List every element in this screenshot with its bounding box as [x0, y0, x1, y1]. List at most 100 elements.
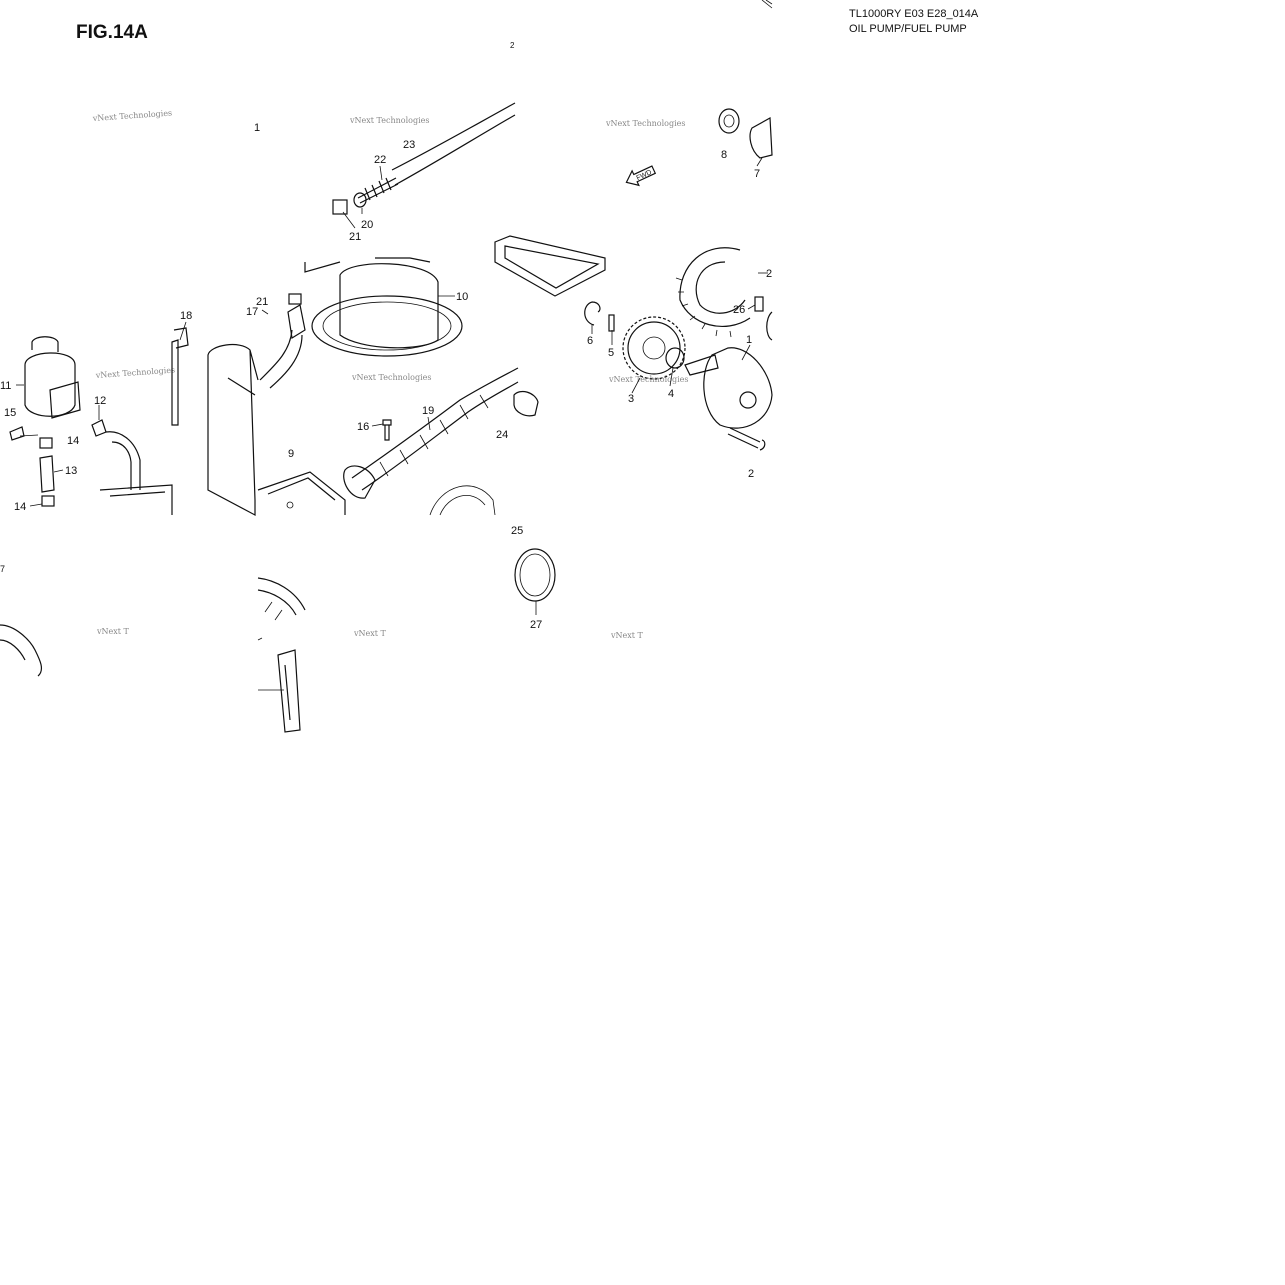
watermark: vNext T: [610, 631, 644, 640]
leader-lines: [16, 157, 768, 691]
hose-spring: [357, 177, 399, 204]
fuel-pump-case: [207, 343, 259, 516]
watermark: vNext Technologies: [95, 365, 176, 380]
part-label: 2: [510, 41, 515, 50]
watermark: vNext T: [96, 627, 130, 636]
hose-fitting: [332, 199, 348, 215]
part-label: 1: [746, 334, 752, 346]
filter-neck: [31, 336, 59, 352]
part-label: 4: [668, 388, 674, 400]
watermark: vNext Technologies: [608, 375, 688, 384]
pump-housing: [339, 263, 439, 349]
watermark: vNext Technologies: [92, 108, 173, 123]
hose-clamp: [287, 304, 306, 339]
part-label: 14: [67, 435, 79, 447]
case-lower-panel: [257, 471, 346, 515]
hose-elbow: [343, 465, 376, 499]
part-drawings: FWD: [0, 0, 773, 733]
part-label: 22: [374, 154, 386, 166]
clamp-nut: [288, 293, 302, 305]
pump-flange-inner: [322, 301, 452, 351]
part-label: 3: [628, 393, 634, 405]
part-label: 2: [748, 468, 754, 480]
o-ring: [353, 192, 367, 208]
oil-pump-shaft: [684, 354, 719, 376]
part-label: 7: [754, 168, 760, 180]
forward-arrow: FWD: [625, 165, 657, 187]
drive-gear: [679, 247, 751, 327]
part-label: 16: [357, 421, 369, 433]
bolt: [382, 419, 392, 441]
part-label: 20: [361, 219, 373, 231]
washer: [718, 108, 740, 134]
circlip: [584, 301, 601, 326]
lower-band: [277, 649, 301, 733]
pin: [754, 296, 764, 312]
pump-gear-hub: [642, 336, 666, 360]
watermark: vNext Technologies: [351, 373, 431, 382]
watermark: vNext T: [353, 629, 387, 638]
part-label: 27: [530, 619, 542, 631]
lower-hose: [257, 577, 306, 616]
model-code: TL1000RY E03 E28_014A: [849, 8, 979, 20]
fuel-filter: [24, 352, 76, 417]
part-label: 21: [349, 231, 361, 243]
dowel: [608, 314, 615, 332]
part-label: 6: [587, 335, 593, 347]
oil-pump-bore: [739, 391, 757, 409]
part-label: 13: [65, 465, 77, 477]
case-hole: [286, 501, 294, 509]
part-label: 26: [733, 304, 745, 316]
part-label: 15: [4, 407, 16, 419]
part-label: 18: [180, 310, 192, 322]
section-title: OIL PUMP/FUEL PUMP: [849, 23, 967, 35]
part-label: 2: [766, 268, 772, 280]
partial-gear: [429, 485, 496, 516]
part-label: 5: [608, 347, 614, 359]
nut-14-lower: [41, 495, 55, 507]
part-label: 21: [256, 296, 268, 308]
part-label: 10: [456, 291, 468, 303]
part-label: 11: [0, 380, 11, 392]
snap-ring-inner: [519, 553, 551, 597]
part-label: 24: [496, 429, 508, 441]
part-label: 14: [14, 501, 26, 513]
clamp-12: [91, 419, 107, 437]
pump-screw: [727, 427, 766, 451]
sleeve-13: [39, 455, 55, 493]
spiral-hose: [351, 367, 519, 491]
part-label: 25: [511, 525, 523, 537]
filter-hose: [105, 431, 141, 490]
forward-arrow-label: FWD: [636, 169, 653, 182]
elbow-fitting: [513, 390, 539, 417]
part-label: 8: [721, 149, 727, 161]
part-label: 1: [254, 122, 260, 134]
pump-top: [304, 257, 431, 273]
nut-14: [39, 437, 53, 449]
return-hose: [259, 329, 303, 389]
fitting: [749, 117, 773, 159]
spiral-hose-wraps: [379, 394, 489, 477]
watermark: vNext Technologies: [605, 119, 685, 128]
fuel-hose: [391, 102, 516, 186]
figure-title: FIG.14A: [76, 22, 148, 43]
hose-band: [171, 327, 189, 426]
clipped-part: [766, 311, 773, 341]
gasket: [494, 235, 606, 297]
part-label: 23: [403, 139, 415, 151]
part-label: 9: [288, 448, 294, 460]
part-label: 12: [94, 395, 106, 407]
part-label: 19: [422, 405, 434, 417]
filter-bracket: [49, 381, 81, 419]
pump-gear-outer: [622, 316, 686, 380]
snap-ring: [514, 548, 556, 602]
thrust-washer: [665, 347, 685, 369]
washer-hole: [723, 114, 735, 128]
edge-mark: [761, 0, 773, 9]
watermark: vNext Technologies: [349, 116, 429, 125]
clipped-bracket: [0, 624, 43, 677]
watermarks: vNext Technologies vNext Technologies vN…: [92, 108, 689, 640]
figure-header: TL1000RY E03 E28_014A OIL PUMP/FUEL PUMP: [849, 7, 978, 37]
oil-pump-body: [703, 347, 773, 429]
